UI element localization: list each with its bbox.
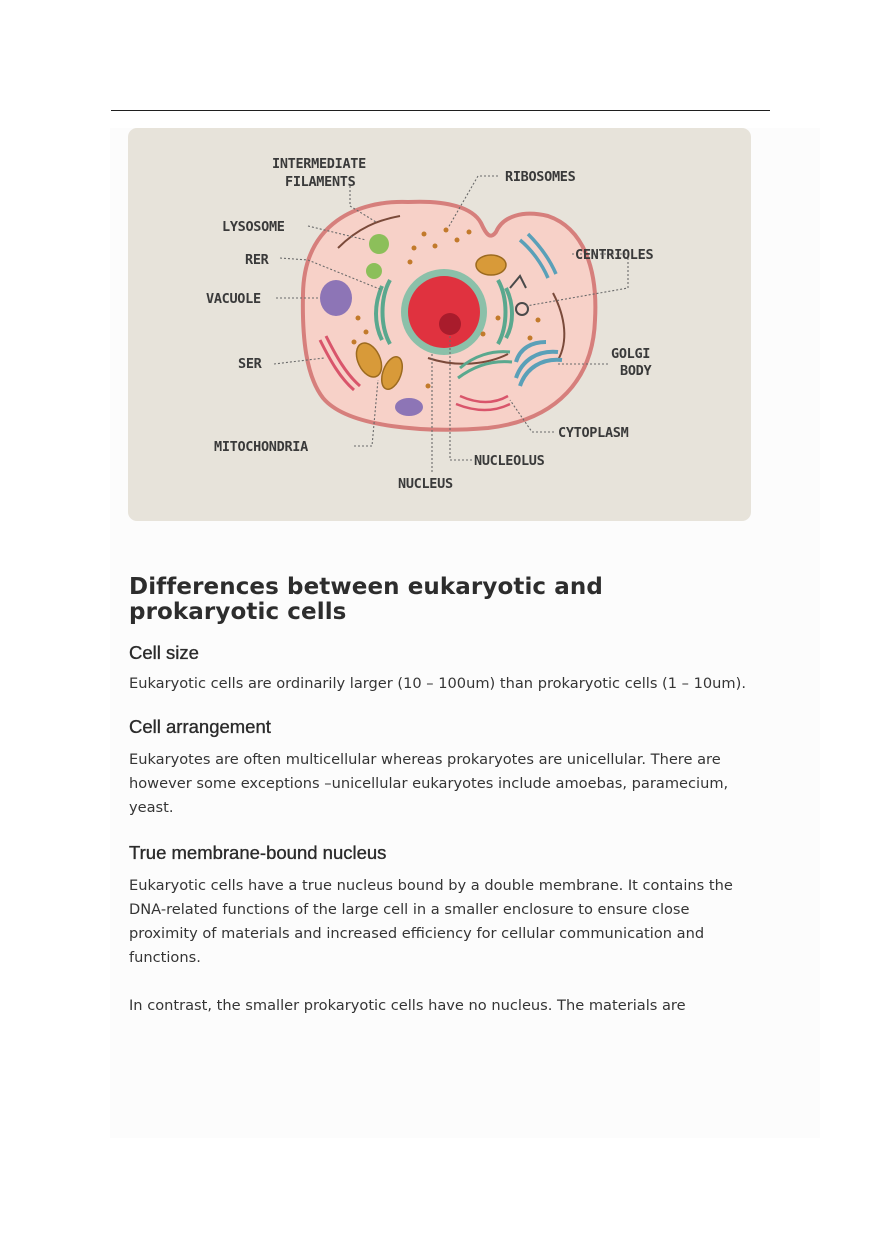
section-heading-cell-arrangement: Cell arrangement bbox=[129, 716, 271, 737]
paragraph-nucleus-2: In contrast, the smaller prokaryotic cel… bbox=[129, 997, 686, 1014]
rough-er-left bbox=[374, 279, 392, 345]
nucleus bbox=[408, 276, 480, 348]
nucleolus bbox=[439, 313, 461, 335]
mitochondrion-3 bbox=[475, 254, 507, 276]
filament-2 bbox=[427, 353, 509, 365]
section-heading-cell-size: Cell size bbox=[129, 642, 199, 663]
label-lysosome: LYSOSOME bbox=[222, 219, 285, 235]
animal-cell-diagram: INTERMEDIATE FILAMENTS RIBOSOMES LYSOSOM… bbox=[128, 128, 751, 521]
lysosome-1 bbox=[369, 234, 389, 254]
leader-ser bbox=[273, 357, 325, 365]
paragraph-nucleus-1: Eukaryotic cells have a true nucleus bou… bbox=[129, 877, 733, 966]
label-intermediate-2: FILAMENTS bbox=[285, 174, 356, 190]
label-vacuole: VACUOLE bbox=[206, 291, 261, 307]
label-intermediate-1: INTERMEDIATE bbox=[272, 156, 366, 172]
label-cytoplasm: CYTOPLASM bbox=[558, 425, 629, 441]
article-title: Differences between eukaryotic and proka… bbox=[129, 574, 603, 625]
mitochondrion-1 bbox=[355, 342, 383, 378]
label-ser: SER bbox=[238, 356, 263, 372]
leader-ribosomes bbox=[447, 175, 498, 229]
golgi-top bbox=[518, 232, 558, 279]
label-centrioles: CENTRIOLES bbox=[575, 247, 653, 263]
centriole bbox=[509, 274, 527, 289]
filament-3 bbox=[552, 292, 566, 361]
lysosome-2 bbox=[366, 263, 382, 279]
mitochondrion-2 bbox=[380, 355, 404, 391]
label-nucleolus: NUCLEOLUS bbox=[474, 453, 545, 469]
rough-er-right bbox=[496, 279, 514, 345]
smooth-er bbox=[318, 335, 361, 392]
top-divider bbox=[111, 110, 770, 111]
paragraph-cell-size: Eukaryotic cells are ordinarily larger (… bbox=[129, 675, 746, 692]
vacuole-1 bbox=[320, 280, 352, 316]
section-heading-nucleus: True membrane-bound nucleus bbox=[129, 842, 387, 863]
label-mitochondria: MITOCHONDRIA bbox=[214, 439, 308, 455]
label-golgi-1: GOLGI bbox=[611, 346, 650, 362]
cell-diagram-svg: INTERMEDIATE FILAMENTS RIBOSOMES LYSOSOM… bbox=[206, 156, 654, 492]
filament-1 bbox=[337, 215, 401, 249]
centriole-ring bbox=[515, 302, 529, 316]
ribosome-dots bbox=[351, 227, 541, 389]
ser-lower bbox=[455, 394, 511, 412]
leader-mitochondria bbox=[354, 379, 379, 447]
paragraph-cell-arrangement: Eukaryotes are often multicellular where… bbox=[129, 751, 729, 816]
label-rer: RER bbox=[245, 252, 270, 268]
rer-lower bbox=[457, 350, 513, 380]
leader-nucleolus bbox=[449, 336, 472, 461]
leader-cytoplasm bbox=[509, 399, 554, 433]
vacuole-2 bbox=[395, 398, 423, 416]
golgi-body bbox=[514, 340, 563, 387]
label-ribosomes: RIBOSOMES bbox=[505, 169, 576, 185]
label-nucleus: NUCLEUS bbox=[398, 476, 453, 492]
leader-centrioles bbox=[525, 253, 629, 307]
leader-lysosome bbox=[307, 225, 367, 241]
article-body: Differences between eukaryotic and proka… bbox=[129, 575, 754, 1018]
leader-filaments bbox=[349, 186, 377, 223]
leader-rer bbox=[279, 257, 383, 291]
label-golgi-2: BODY bbox=[620, 363, 652, 379]
